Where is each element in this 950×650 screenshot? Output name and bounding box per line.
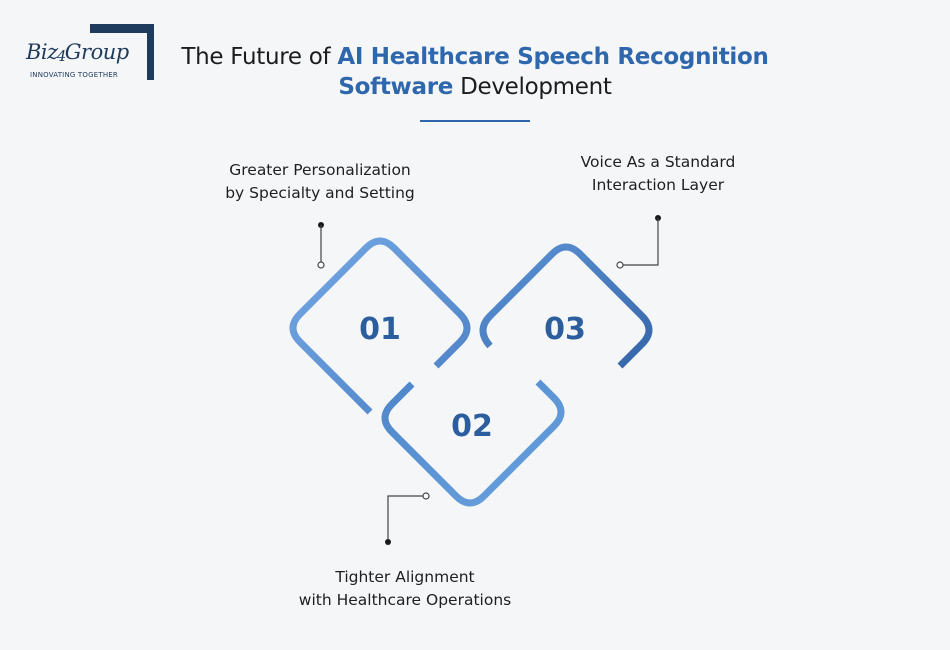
logo-wordmark: Biz4Group <box>26 40 129 65</box>
logo-tagline: INNOVATING TOGETHER <box>30 71 118 79</box>
title-divider <box>420 120 530 122</box>
step-03-label: Voice As a Standard Interaction Layer <box>580 153 736 194</box>
step-02-number: 02 <box>451 409 493 444</box>
connector-step-03 <box>616 215 661 269</box>
connector-step-02 <box>385 492 430 545</box>
step-02-label: Tighter Alignment with Healthcare Operat… <box>298 568 512 609</box>
biz4group-logo: Biz4Group INNOVATING TOGETHER <box>22 24 162 84</box>
page-title: The Future of AI Healthcare Speech Recog… <box>181 44 769 100</box>
connector-step-01 <box>317 222 325 269</box>
logo-frame <box>90 24 154 80</box>
diamond-step-01 <box>289 237 471 415</box>
step-03-number: 03 <box>544 312 586 347</box>
step-01-number: 01 <box>359 312 401 347</box>
diamond-step-03 <box>479 243 653 369</box>
step-01-label: Greater Personalization by Specialty and… <box>225 161 415 202</box>
diamond-step-02 <box>381 379 565 507</box>
